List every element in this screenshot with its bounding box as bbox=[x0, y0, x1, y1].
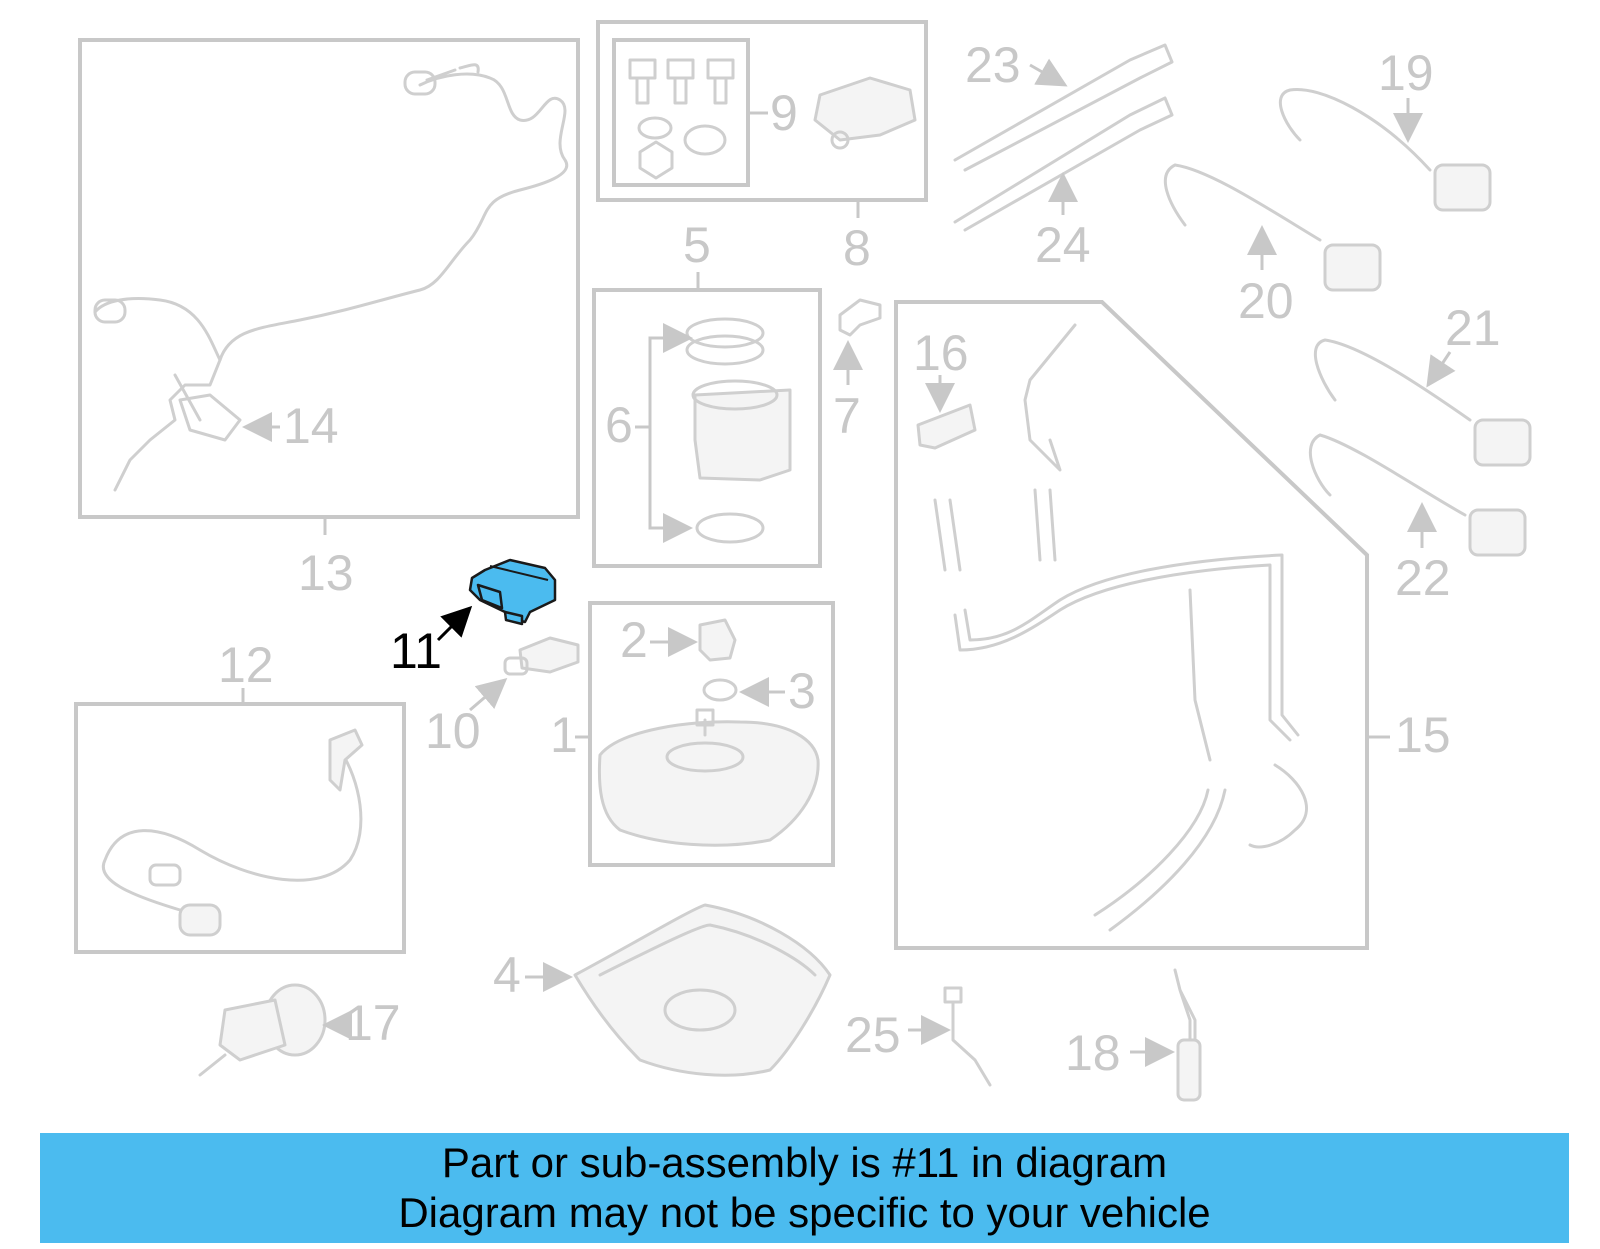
callout-7: 7 bbox=[833, 388, 861, 444]
box-8-bolt-kit bbox=[596, 20, 928, 202]
callout-13: 13 bbox=[298, 545, 354, 601]
part-10-sensor bbox=[503, 636, 580, 676]
callout-5: 5 bbox=[683, 217, 711, 273]
callout-3: 3 bbox=[788, 663, 816, 719]
callout-24: 24 bbox=[1035, 217, 1091, 273]
callout-12: 12 bbox=[218, 637, 274, 693]
banner-line-1: Part or sub-assembly is #11 in diagram bbox=[441, 1139, 1168, 1186]
callout-16: 16 bbox=[913, 325, 969, 381]
callout-2: 2 bbox=[620, 612, 648, 668]
callout-20: 20 bbox=[1238, 273, 1294, 329]
box-15-hoses bbox=[894, 300, 1369, 950]
part-25-wire bbox=[943, 986, 992, 1087]
callout-22: 22 bbox=[1395, 550, 1451, 606]
callout-8: 8 bbox=[843, 220, 871, 276]
callout-11: 11 bbox=[390, 623, 442, 679]
callout-6: 6 bbox=[605, 397, 633, 453]
box-13-fuel-line-assembly bbox=[78, 38, 580, 519]
callout-4: 4 bbox=[493, 947, 521, 1003]
callout-18: 18 bbox=[1065, 1025, 1121, 1081]
callout-14: 14 bbox=[283, 398, 339, 454]
callout-1: 1 bbox=[550, 707, 578, 763]
part-7-fitting bbox=[838, 298, 882, 337]
box-5-fuel-pump bbox=[592, 288, 822, 568]
callout-23: 23 bbox=[965, 37, 1021, 93]
part-4-pan bbox=[573, 903, 832, 1077]
part-11-highlighted[interactable] bbox=[468, 558, 557, 626]
info-banner: Part or sub-assembly is #11 in diagram D… bbox=[40, 1133, 1569, 1243]
banner-line-2: Diagram may not be specific to your vehi… bbox=[398, 1189, 1211, 1236]
sensors-23-24 bbox=[953, 43, 1174, 232]
callout-19: 19 bbox=[1378, 45, 1434, 101]
sensors-19-22 bbox=[1163, 87, 1532, 557]
part-18-sensor bbox=[1173, 968, 1202, 1102]
callout-9: 9 bbox=[770, 85, 798, 141]
box-12-sensor-cable bbox=[74, 702, 406, 954]
box-1-flange bbox=[588, 601, 835, 867]
callout-25: 25 bbox=[845, 1007, 901, 1063]
callout-10: 10 bbox=[425, 703, 481, 759]
callout-21: 21 bbox=[1445, 300, 1501, 356]
callout-17: 17 bbox=[345, 995, 401, 1051]
part-17-valve bbox=[198, 983, 327, 1077]
callout-15: 15 bbox=[1395, 707, 1451, 763]
